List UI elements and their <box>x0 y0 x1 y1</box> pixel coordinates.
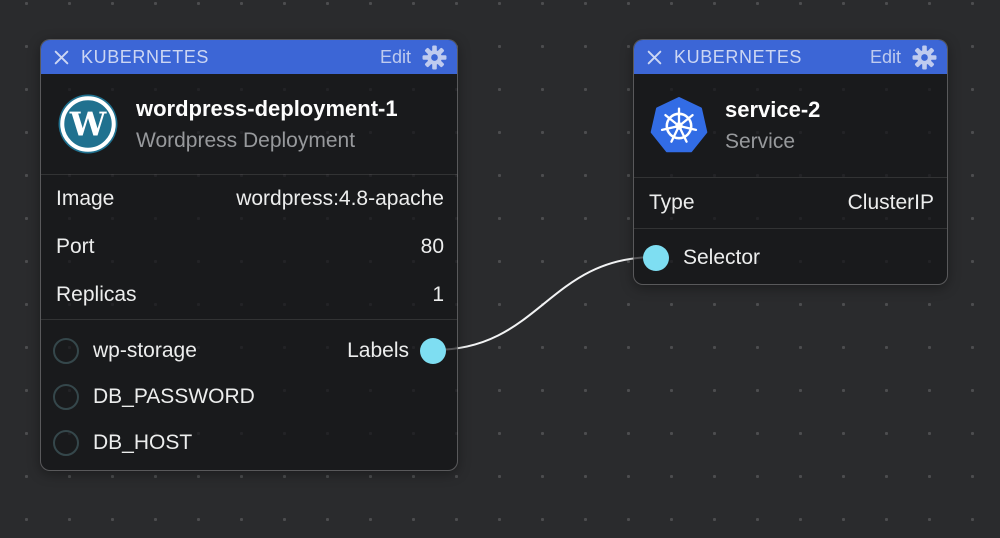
gear-icon <box>422 45 447 69</box>
attribute-value: ClusterIP <box>847 191 934 214</box>
port-row-db-password: DB_PASSWORD <box>41 374 457 420</box>
close-button[interactable] <box>53 49 70 66</box>
attribute-row-image: Image wordpress:4.8-apache <box>41 175 457 223</box>
node-kind: Wordpress Deployment <box>136 128 356 152</box>
node-wordpress-deployment[interactable]: KUBERNETES Edit <box>40 39 458 471</box>
input-port-wp-storage[interactable] <box>53 338 79 364</box>
port-label: wp-storage <box>93 339 197 362</box>
close-icon <box>54 50 69 64</box>
attribute-value: 80 <box>420 235 444 258</box>
port-label: Selector <box>683 245 761 269</box>
close-icon <box>647 50 662 64</box>
attribute-label: Replicas <box>56 283 137 306</box>
node-identity: W wordpress-deployment-1 Wordpress Deplo… <box>41 74 457 175</box>
input-port-selector[interactable] <box>643 244 669 271</box>
port-label: Labels <box>347 339 409 362</box>
edit-button[interactable]: Edit <box>869 46 901 67</box>
ports-section: wp-storage Labels DB_PASSWORD DB_HOST <box>41 320 457 470</box>
attribute-label: Type <box>649 191 695 214</box>
attributes-section: Image wordpress:4.8-apache Port 80 Repli… <box>41 175 457 320</box>
close-button[interactable] <box>646 49 663 66</box>
attribute-row-replicas: Replicas 1 <box>41 271 457 319</box>
wordpress-logo-icon: W <box>58 94 118 154</box>
node-kind: Service <box>725 130 796 153</box>
port-row-db-host: DB_HOST <box>41 420 457 466</box>
svg-text:W: W <box>69 105 107 144</box>
attribute-value: wordpress:4.8-apache <box>236 187 444 210</box>
settings-button[interactable] <box>912 45 937 70</box>
attributes-section: Type ClusterIP <box>634 178 947 229</box>
node-header-title: KUBERNETES <box>674 46 803 67</box>
node-service[interactable]: KUBERNETES Edit <box>633 39 948 285</box>
port-label: DB_HOST <box>93 431 193 454</box>
port-label: DB_PASSWORD <box>93 385 255 408</box>
node-header[interactable]: KUBERNETES Edit <box>634 40 947 74</box>
edit-button[interactable]: Edit <box>379 46 411 67</box>
node-identity: service-2 Service <box>634 74 947 178</box>
output-port-labels[interactable] <box>420 338 446 364</box>
attribute-value: 1 <box>432 283 444 306</box>
kubernetes-logo-icon <box>650 96 708 152</box>
attribute-row-port: Port 80 <box>41 223 457 271</box>
ports-section: Selector <box>634 229 947 284</box>
input-port-db-host[interactable] <box>53 430 79 456</box>
node-name: service-2 <box>725 97 821 122</box>
settings-button[interactable] <box>422 45 447 70</box>
port-row-selector: Selector <box>634 229 947 284</box>
gear-icon <box>912 45 937 69</box>
node-name: wordpress-deployment-1 <box>136 95 398 121</box>
node-header-title: KUBERNETES <box>81 46 210 67</box>
input-port-db-password[interactable] <box>53 384 79 410</box>
connection-wire[interactable] <box>433 256 656 351</box>
node-header[interactable]: KUBERNETES Edit <box>41 40 457 74</box>
port-row-wp-storage: wp-storage Labels <box>41 328 457 374</box>
attribute-row-type: Type ClusterIP <box>634 178 947 228</box>
attribute-label: Image <box>56 187 115 210</box>
attribute-label: Port <box>56 235 95 258</box>
